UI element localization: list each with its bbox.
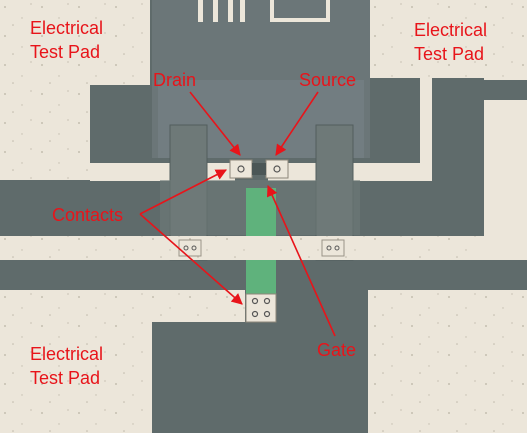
gate-arrow	[266, 184, 336, 337]
drain-contact	[229, 159, 253, 179]
pad-top-left-line1: Electrical	[30, 18, 104, 38]
source-contact	[265, 159, 289, 179]
contacts-label: Contacts	[52, 205, 124, 225]
gate-contact	[245, 293, 277, 323]
pad-top-left-label: Electrical Test Pad	[30, 16, 103, 64]
contacts-arrow-lower	[139, 213, 243, 305]
pad-top-right-label: Electrical Test Pad	[414, 18, 487, 66]
pad-top-right-line1: Electrical	[414, 20, 488, 40]
pad-bottom-left-line2: Test Pad	[30, 368, 101, 388]
contacts-arrow-upper	[139, 169, 227, 215]
drain-arrow	[189, 91, 241, 156]
source-arrow	[275, 91, 319, 156]
drain-label: Drain	[153, 70, 197, 90]
pad-top-right-line2: Test Pad	[414, 44, 485, 64]
pad-top-left-line2: Test Pad	[30, 42, 101, 62]
drain-trace	[90, 163, 235, 181]
source-label: Source	[299, 70, 357, 90]
gate-label: Gate	[317, 340, 357, 360]
pad-bottom-left-label: Electrical Test Pad	[30, 342, 103, 390]
pad-bottom-left-line1: Electrical	[30, 344, 104, 364]
